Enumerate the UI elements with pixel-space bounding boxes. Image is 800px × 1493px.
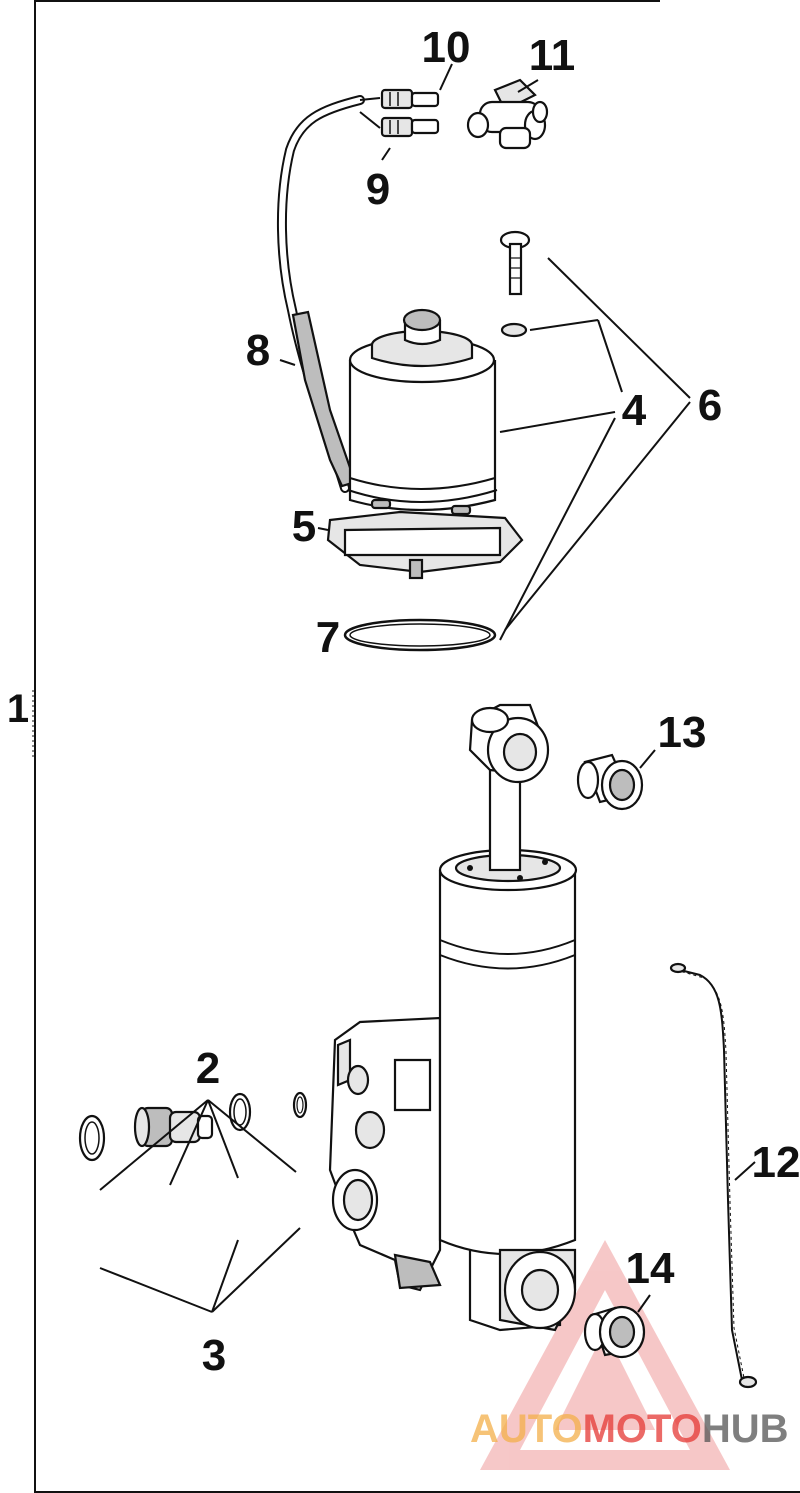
trim-motor: [326, 308, 524, 580]
callout-6: 6: [698, 381, 722, 430]
o-ring-7: [343, 618, 497, 652]
harness-wire: [276, 95, 381, 493]
bushing-14: [583, 1305, 646, 1359]
watermark-auto: AUTO: [470, 1407, 583, 1451]
callout-5: 5: [292, 502, 316, 551]
connector-10: [380, 88, 440, 110]
connector-9: [380, 116, 440, 138]
relay-bracket-11: [466, 78, 549, 150]
valve-2: [78, 1091, 308, 1162]
sensor-wire-12: [669, 962, 758, 1389]
leader-lines-4-6: [279, 257, 691, 641]
washer: [500, 322, 528, 338]
svg-text:AUTOMOTOHUB: AUTOMOTOHUB: [470, 1407, 789, 1451]
callout-9: 9: [366, 165, 390, 214]
watermark-moto: MOTO: [583, 1407, 702, 1451]
screw: [499, 230, 531, 296]
diagram-frame: [32, 0, 800, 1493]
callout-1: 1: [7, 687, 29, 731]
callout-10: 10: [422, 23, 471, 72]
watermark-hub: HUB: [702, 1407, 789, 1451]
callout-11: 11: [529, 31, 576, 80]
callout-8: 8: [246, 326, 270, 375]
callout-14: 14: [626, 1244, 675, 1293]
bushing-13: [576, 753, 644, 811]
callout-3: 3: [202, 1331, 226, 1380]
leader-lines-2-3: [99, 1099, 301, 1313]
callout-7: 7: [316, 613, 340, 662]
callout-4: 4: [622, 386, 647, 435]
trim-cylinder: [328, 703, 578, 1332]
callout-12: 12: [752, 1138, 800, 1187]
callout-2: 2: [196, 1044, 220, 1093]
callout-labels: 1 2 3 4 5 6 7 8 9 10 11 12 13 14: [7, 23, 800, 1380]
watermark-text: AUTOMOTOHUB: [470, 1407, 789, 1451]
callout-13: 13: [658, 708, 707, 757]
